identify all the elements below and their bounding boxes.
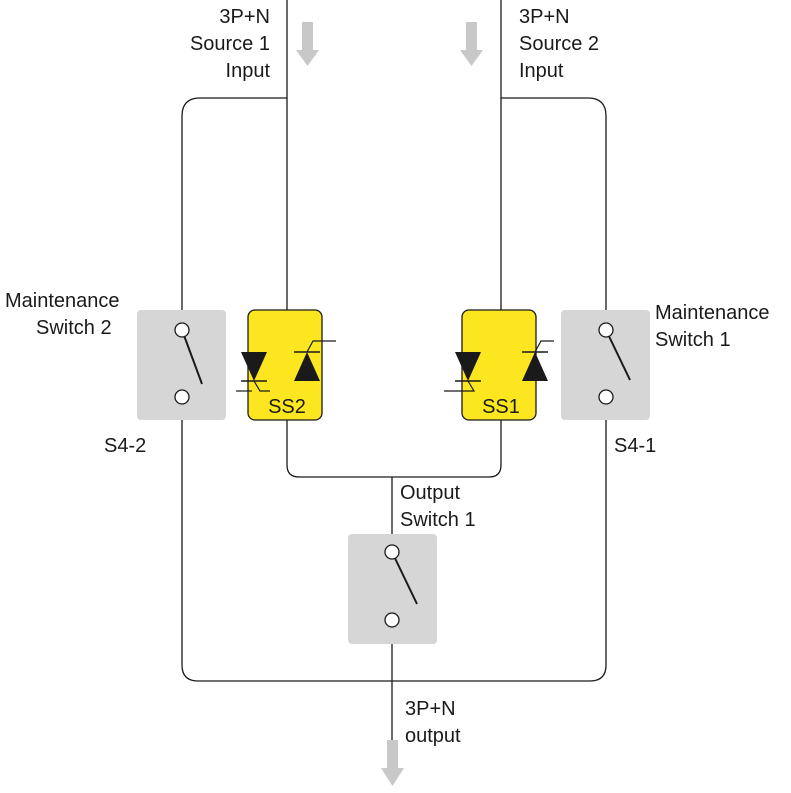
output-switch-1 — [348, 534, 437, 644]
source1-label: 3P+N Source 1 Input — [190, 4, 270, 85]
static-switch-ss1 — [444, 309, 554, 421]
maintenance-switch-1 — [561, 310, 650, 420]
thyristor-down-icon — [455, 352, 481, 381]
arrows — [296, 22, 483, 786]
maintenance-switch-2-label: Maintenance Switch 2 — [5, 288, 120, 342]
source1-line3: Input — [225, 60, 270, 82]
source2-line3: Input — [519, 60, 564, 82]
source2-line2: Source 2 — [519, 33, 600, 55]
thyristor-up-icon — [522, 352, 548, 381]
s4-1-label: S4-1 — [614, 435, 657, 457]
thyristor-down-icon — [241, 352, 267, 381]
source2-line1: 3P+N — [519, 6, 570, 28]
output-arrow-icon — [381, 740, 404, 786]
maintenance-switch-1-label: Maintenance Switch 1 — [655, 300, 770, 354]
source1-arrow-icon — [296, 22, 319, 66]
output-switch-line2: Switch 1 — [400, 509, 476, 531]
source1-line1: 3P+N — [219, 6, 270, 28]
maintenance1-line2: Switch 1 — [655, 329, 731, 351]
wiring — [181, 0, 607, 740]
output-label: 3P+N output — [405, 696, 461, 750]
maintenance-switch-2 — [137, 310, 226, 420]
source2-arrow-icon — [460, 22, 483, 66]
source2-label: 3P+N Source 2 Input — [519, 4, 599, 85]
maintenance2-line2: Switch 2 — [36, 317, 112, 339]
output-switch-label: Output Switch 1 — [400, 480, 476, 534]
output-line1: 3P+N — [405, 698, 456, 720]
source1-line2: Source 1 — [189, 33, 270, 55]
thyristor-up-icon — [294, 352, 320, 381]
ss2-label: SS2 — [268, 396, 306, 418]
s4-2-label: S4-2 — [104, 435, 147, 457]
static-switch-ss2 — [236, 309, 336, 421]
output-line2: output — [405, 725, 461, 747]
ss1-label: SS1 — [482, 396, 520, 418]
output-switch-line1: Output — [400, 482, 461, 504]
maintenance1-line1: Maintenance — [655, 302, 770, 324]
maintenance2-line1: Maintenance — [5, 290, 120, 312]
